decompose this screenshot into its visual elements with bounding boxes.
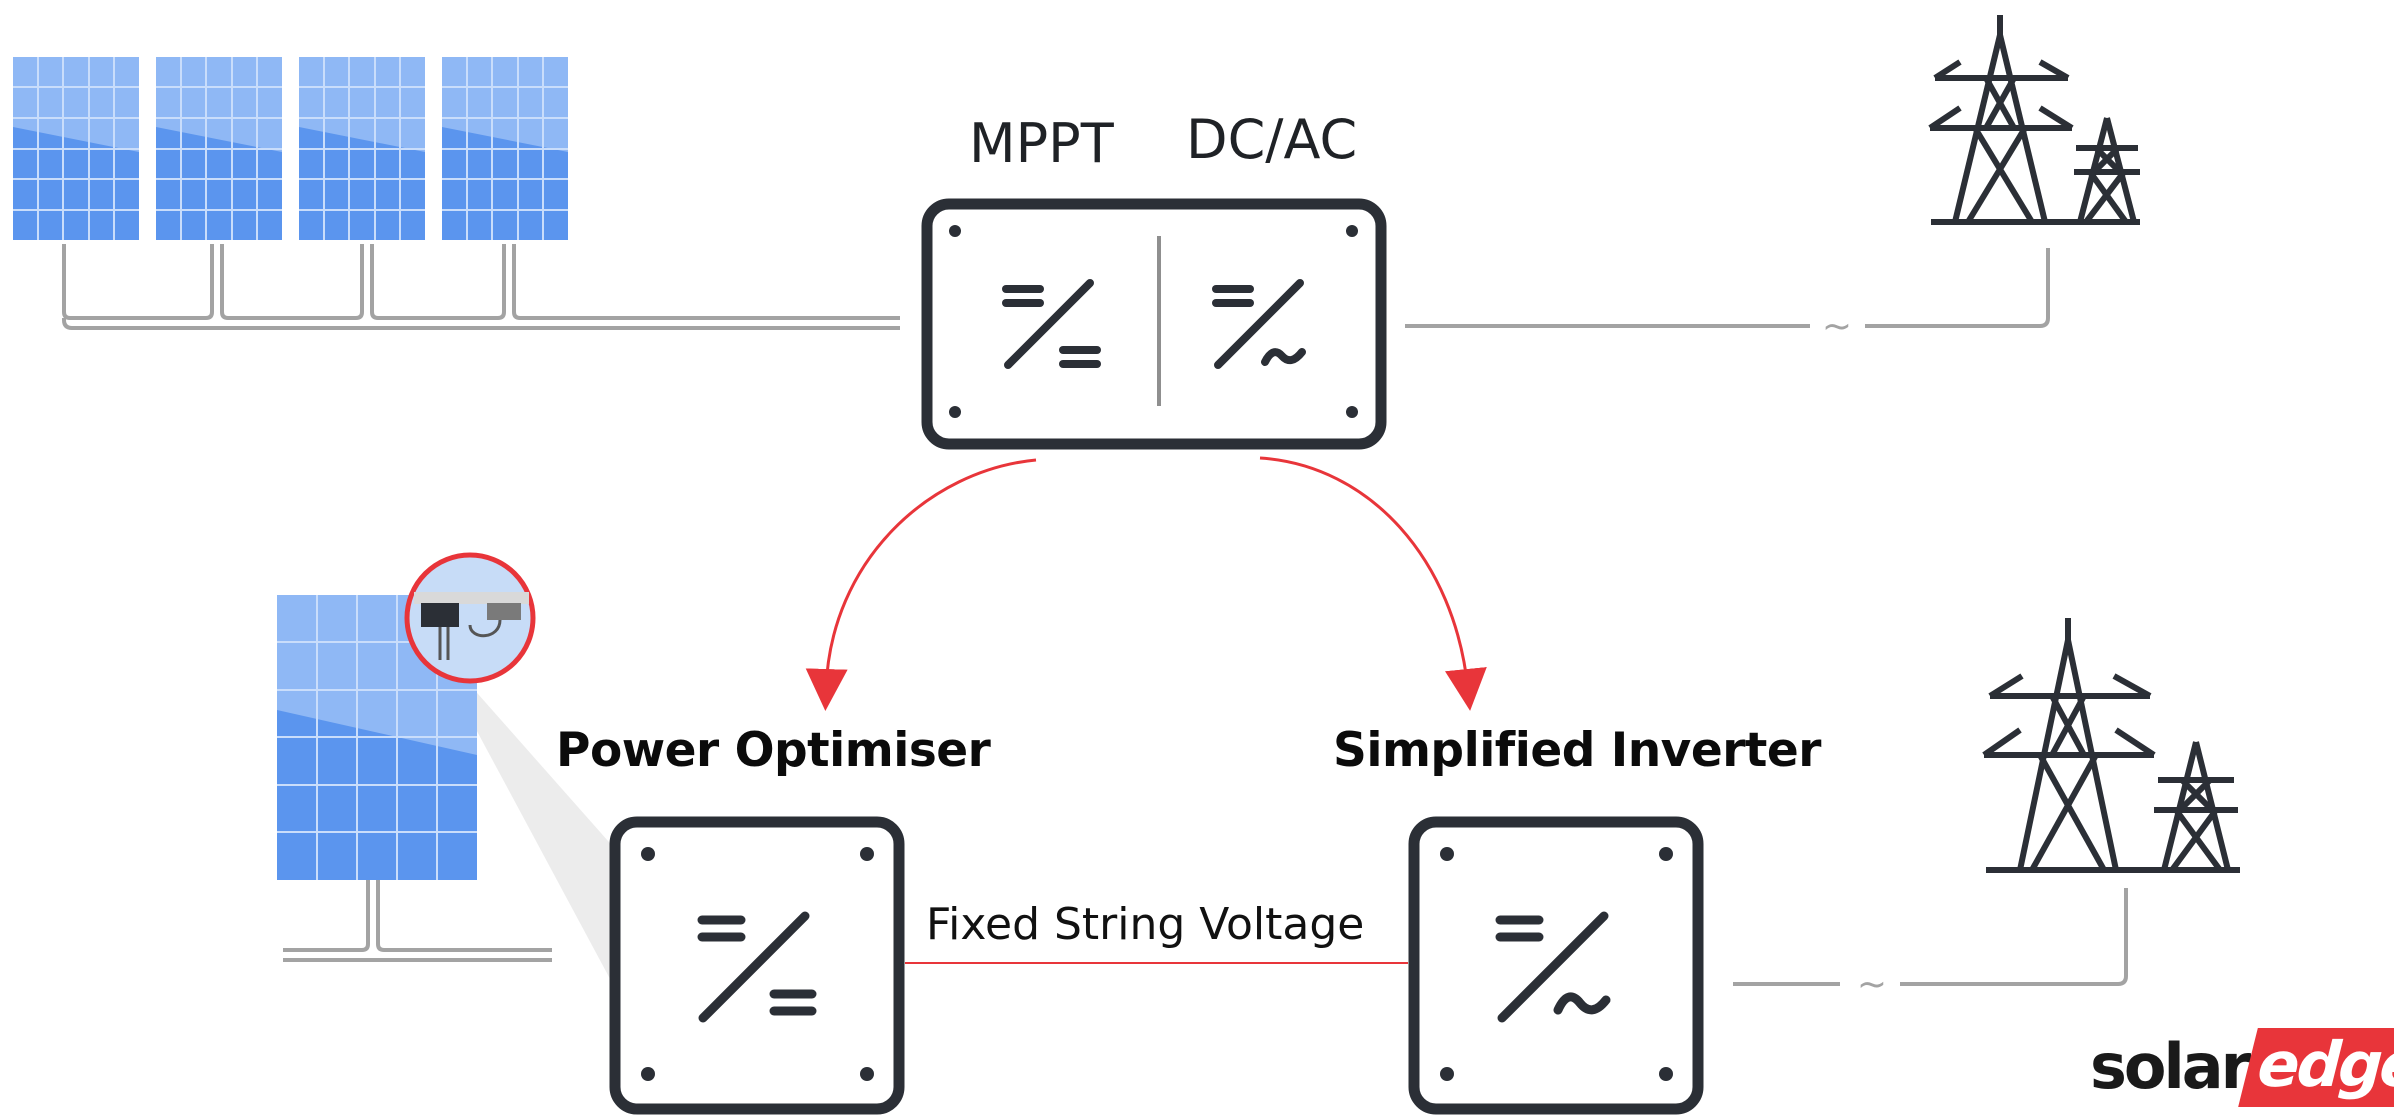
ac-symbol-bottom: ~ bbox=[1857, 964, 1887, 1005]
top-panel-array bbox=[13, 57, 568, 240]
dc-ac-symbol-icon bbox=[1212, 279, 1306, 369]
mppt-label: MPPT bbox=[969, 112, 1114, 175]
solar-panel-icon bbox=[442, 57, 568, 240]
solar-panel-icon bbox=[299, 57, 425, 240]
dcac-label: DC/AC bbox=[1186, 108, 1358, 171]
red-arrows bbox=[805, 456, 1487, 711]
fixed-string-voltage-label: Fixed String Voltage bbox=[926, 899, 1365, 950]
simplified-inverter-label: Simplified Inverter bbox=[1333, 723, 1821, 778]
logo-edge-text: edge bbox=[2238, 1028, 2394, 1107]
logo-solar-text: solar bbox=[2090, 1030, 2251, 1103]
solar-panel-icon bbox=[156, 57, 282, 240]
dc-ac-symbol-icon bbox=[1495, 911, 1611, 1023]
bottom-ac-line bbox=[1733, 888, 2128, 986]
transmission-tower-icon bbox=[1928, 15, 2140, 225]
power-optimiser-box-icon bbox=[609, 816, 905, 1115]
dc-dc-symbol-icon bbox=[1002, 279, 1101, 369]
bottom-panel-wiring bbox=[283, 880, 552, 962]
solar-panel-icon bbox=[277, 595, 477, 880]
power-optimiser-device-icon bbox=[404, 552, 536, 684]
solar-panel-icon bbox=[13, 57, 139, 240]
power-optimiser-label: Power Optimiser bbox=[556, 723, 991, 778]
transmission-tower-icon bbox=[1982, 618, 2240, 873]
simplified-inverter-box-icon bbox=[1408, 816, 1704, 1115]
converter-box-icon bbox=[921, 198, 1387, 450]
ac-symbol-top: ~ bbox=[1822, 306, 1852, 347]
dc-dc-symbol-icon bbox=[697, 911, 817, 1023]
top-ac-line bbox=[1405, 248, 2050, 328]
top-string-wiring bbox=[62, 244, 900, 330]
